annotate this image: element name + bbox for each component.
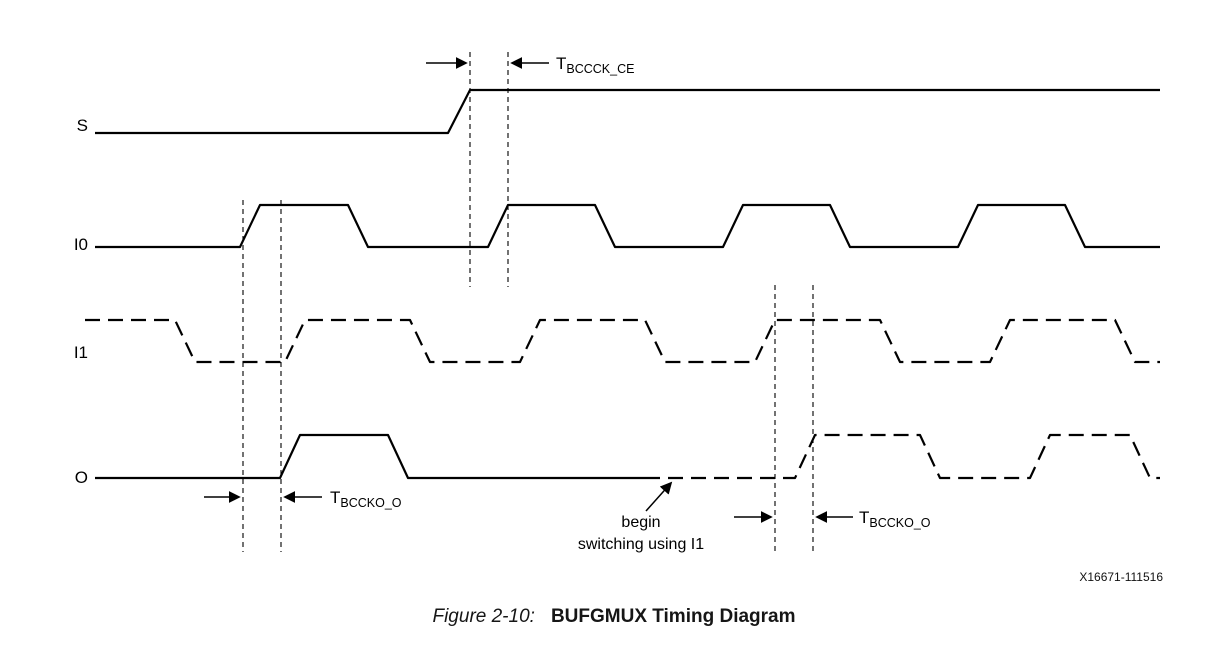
- signal-label-s: S: [77, 116, 88, 135]
- s-waveform: [95, 88, 1160, 135]
- signal-label-o: O: [75, 468, 88, 487]
- figure-label: Figure 2-10:: [432, 606, 535, 627]
- figure-caption: Figure 2-10: BUFGMUX Timing Diagram: [0, 606, 1228, 628]
- timing-label-bccck-ce-base: T: [556, 54, 566, 73]
- doc-number: X16671-111516: [1079, 570, 1163, 584]
- begin-switching-arrow: [645, 481, 673, 512]
- timing-label-bccko-o-second-base: T: [859, 508, 869, 527]
- timing-label-bccko-o-first: TBCCKO_O: [330, 488, 402, 510]
- timing-label-bccko-o-second: TBCCKO_O: [859, 508, 931, 530]
- figure-title: BUFGMUX Timing Diagram: [550, 606, 796, 627]
- timing-label-bccck-ce-sub: BCCCK_CE: [566, 62, 634, 76]
- signal-label-i1: I1: [74, 343, 88, 362]
- timing-label-bccck-ce: TBCCCK_CE: [556, 54, 634, 76]
- o-waveform-solid: [95, 433, 645, 480]
- i1-waveform: [85, 318, 1160, 364]
- begin-switching-note-line2: switching using I1: [578, 536, 704, 553]
- i0-waveform: [95, 203, 1160, 249]
- timing-label-bccko-o-first-sub: BCCKO_O: [340, 496, 401, 510]
- signal-label-i0: I0: [74, 235, 88, 254]
- begin-switching-note-line1: begin: [621, 514, 660, 531]
- o-waveform-dashed: [645, 433, 1160, 480]
- timing-label-bccko-o-second-sub: BCCKO_O: [869, 516, 930, 530]
- timing-diagram: S I0 I1 O TBCCCK_CE TBCCKO_O TBCCKO_O be…: [74, 52, 1163, 584]
- timing-label-bccko-o-first-base: T: [330, 488, 340, 507]
- timing-diagram-canvas: S I0 I1 O TBCCCK_CE TBCCKO_O TBCCKO_O be…: [74, 52, 1163, 584]
